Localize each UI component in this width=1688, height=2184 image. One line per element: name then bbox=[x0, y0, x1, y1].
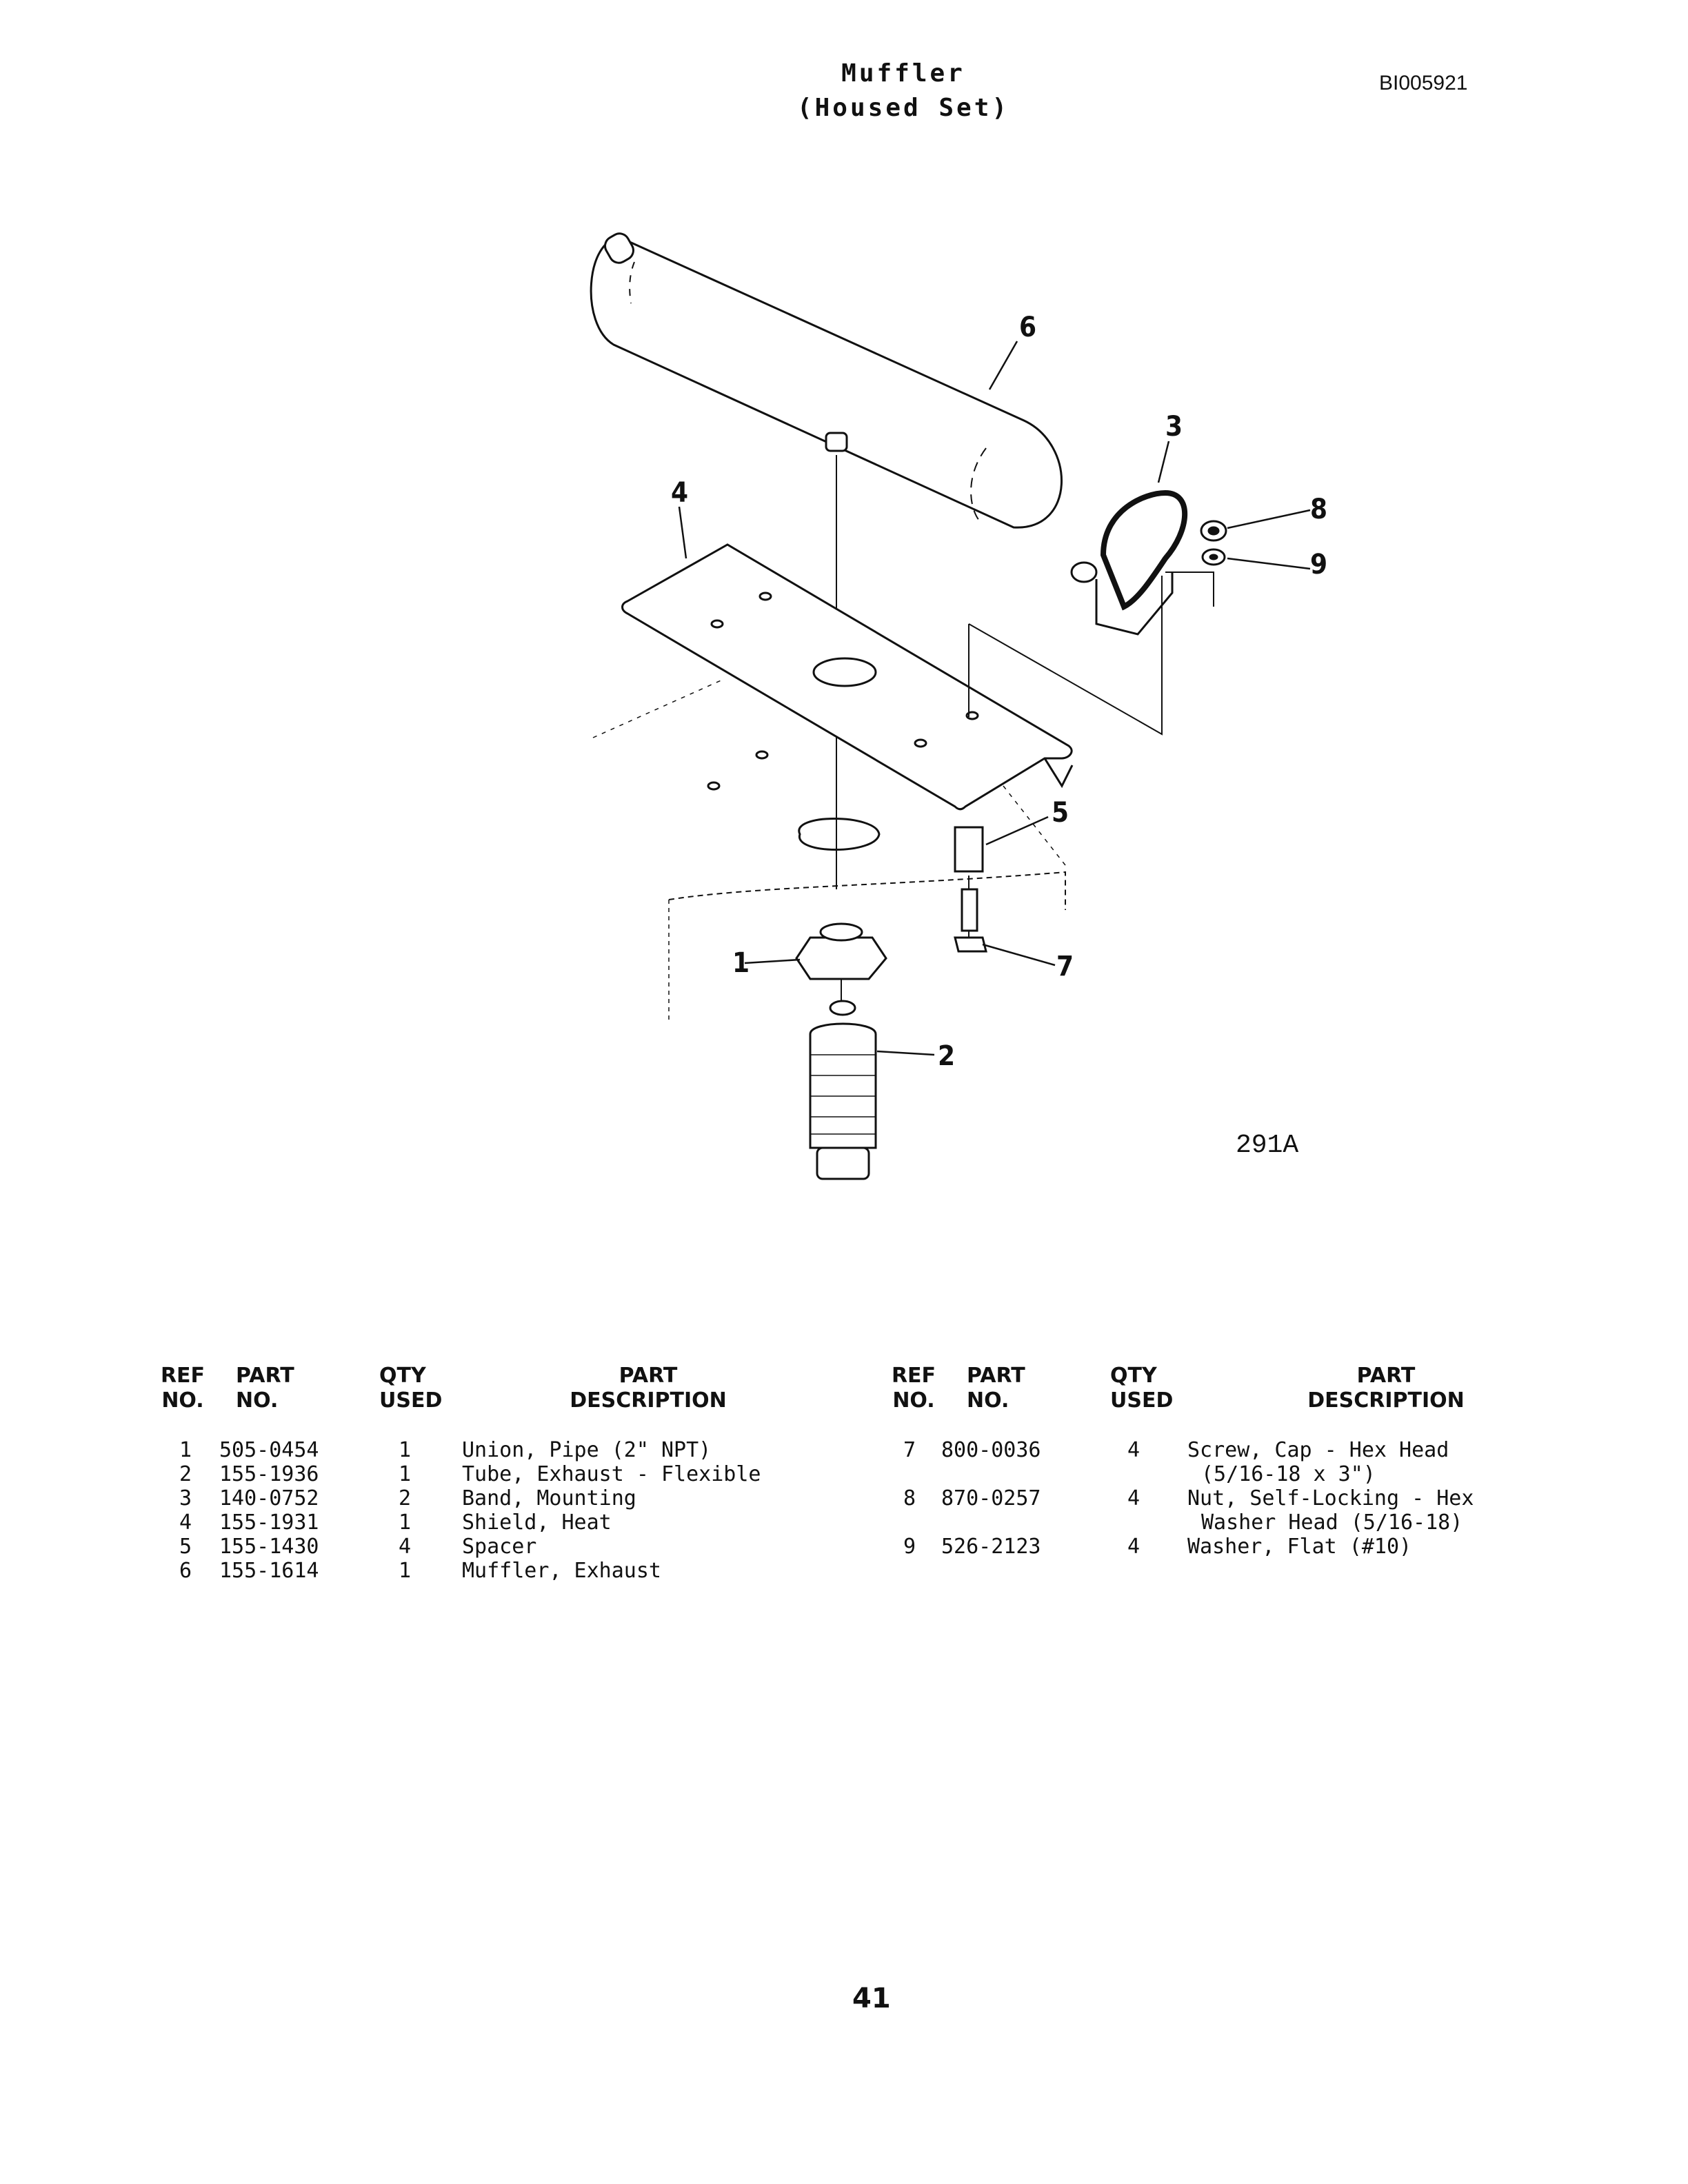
qty-used: 1 bbox=[399, 1438, 412, 1462]
part-no: 526-2123 bbox=[941, 1535, 1041, 1559]
header-description: PART DESCRIPTION bbox=[570, 1364, 727, 1413]
header-ref: REF NO. bbox=[160, 1364, 205, 1413]
part-description: Muffler, Exhaust bbox=[462, 1559, 661, 1583]
ref-no: 7 bbox=[903, 1438, 916, 1462]
figure-code: 291A bbox=[1236, 1131, 1299, 1160]
part-no: 870-0257 bbox=[941, 1486, 1041, 1510]
part-no: 800-0036 bbox=[941, 1438, 1041, 1462]
qty-used: 4 bbox=[399, 1535, 412, 1559]
ref-no: 4 bbox=[179, 1510, 192, 1535]
part-no: 140-0752 bbox=[219, 1486, 319, 1510]
callout-5: 5 bbox=[1052, 797, 1069, 829]
part-no: 505-0454 bbox=[219, 1438, 319, 1462]
callout-1: 1 bbox=[732, 947, 750, 979]
part-description-cont: (5/16-18 x 3") bbox=[1201, 1462, 1376, 1486]
part-description: Shield, Heat bbox=[462, 1510, 612, 1535]
ref-no: 1 bbox=[179, 1438, 192, 1462]
page-number: 41 bbox=[852, 1983, 891, 2014]
qty-used: 1 bbox=[399, 1510, 412, 1535]
part-no: 155-1931 bbox=[219, 1510, 319, 1535]
title-line-2: (Housed Set) bbox=[796, 94, 1010, 122]
callout-8: 8 bbox=[1310, 494, 1327, 525]
callout-9: 9 bbox=[1310, 549, 1327, 580]
parts-table-right: REF NO. PART NO. QTY USED PART DESCRIPTI… bbox=[890, 1364, 1538, 1605]
header-part-no: PART NO. bbox=[967, 1364, 1025, 1413]
ref-no: 9 bbox=[903, 1535, 916, 1559]
part-description: Union, Pipe (2" NPT) bbox=[462, 1438, 712, 1462]
part-no: 155-1614 bbox=[219, 1559, 319, 1583]
flexible-tube-drawing bbox=[809, 1000, 877, 1180]
callout-4: 4 bbox=[671, 477, 688, 509]
callout-7: 7 bbox=[1056, 951, 1074, 982]
part-no: 155-1936 bbox=[219, 1462, 319, 1486]
part-description: Washer, Flat (#10) bbox=[1187, 1535, 1412, 1559]
part-description: Spacer bbox=[462, 1535, 537, 1559]
part-description: Tube, Exhaust - Flexible bbox=[462, 1462, 761, 1486]
callout-2: 2 bbox=[938, 1040, 955, 1072]
pipe-union-drawing bbox=[795, 922, 887, 1003]
ref-no: 3 bbox=[179, 1486, 192, 1510]
part-description: Band, Mounting bbox=[462, 1486, 636, 1510]
title-line-1: Muffler bbox=[841, 59, 965, 88]
part-no: 155-1430 bbox=[219, 1535, 319, 1559]
header-part-no: PART NO. bbox=[236, 1364, 294, 1413]
part-description: Screw, Cap - Hex Head bbox=[1187, 1438, 1449, 1462]
qty-used: 4 bbox=[1127, 1438, 1141, 1462]
header-ref: REF NO. bbox=[891, 1364, 936, 1413]
header-qty: QTY USED bbox=[379, 1364, 443, 1413]
parts-table-left: REF NO. PART NO. QTY USED PART DESCRIPTI… bbox=[159, 1364, 779, 1605]
header-description: PART DESCRIPTION bbox=[1307, 1364, 1465, 1413]
callout-3: 3 bbox=[1165, 411, 1183, 443]
qty-used: 4 bbox=[1127, 1535, 1141, 1559]
mounting-band-drawing bbox=[1070, 489, 1188, 636]
document-id: BI005921 bbox=[1379, 72, 1468, 94]
part-description-cont: Washer Head (5/16-18) bbox=[1201, 1510, 1463, 1535]
qty-used: 2 bbox=[399, 1486, 412, 1510]
heat-shield-drawing bbox=[621, 543, 1074, 811]
ref-no: 5 bbox=[179, 1535, 192, 1559]
qty-used: 4 bbox=[1127, 1486, 1141, 1510]
header-qty: QTY USED bbox=[1110, 1364, 1174, 1413]
page-title: Muffler (Housed Set) bbox=[772, 57, 1034, 125]
exploded-parts-diagram: 1 2 3 4 5 6 7 8 9 bbox=[590, 232, 1327, 1180]
qty-used: 1 bbox=[399, 1559, 412, 1583]
ref-no: 8 bbox=[903, 1486, 916, 1510]
muffler-drawing bbox=[590, 232, 1063, 529]
ref-no: 6 bbox=[179, 1559, 192, 1583]
callout-6: 6 bbox=[1019, 312, 1036, 343]
part-description: Nut, Self-Locking - Hex bbox=[1187, 1486, 1474, 1510]
qty-used: 1 bbox=[399, 1462, 412, 1486]
ref-no: 2 bbox=[179, 1462, 192, 1486]
